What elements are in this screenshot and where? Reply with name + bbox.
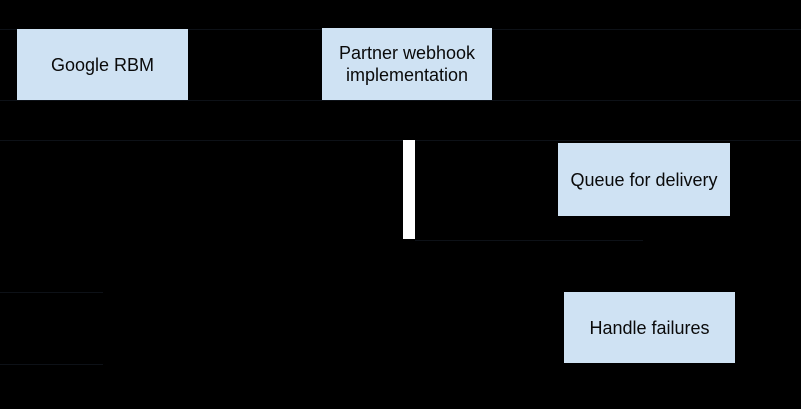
node-handle-failures-label: Handle failures	[589, 317, 710, 338]
node-partner-webhook: Partner webhook implementation	[322, 28, 492, 100]
node-google-rbm: Google RBM	[17, 29, 188, 100]
node-partner-webhook-label: Partner webhook implementation	[338, 43, 476, 85]
node-queue-for-delivery-label: Queue for delivery	[570, 169, 718, 190]
activation-bar	[403, 140, 415, 239]
second-row-top-line	[0, 140, 801, 141]
node-queue-for-delivery: Queue for delivery	[558, 143, 730, 216]
arrow-to-queue-line	[415, 240, 643, 241]
left-note-top-line	[0, 292, 103, 293]
participant-row-bottom-line	[0, 100, 801, 101]
node-google-rbm-label: Google RBM	[50, 54, 155, 75]
left-note-bottom-line	[0, 364, 103, 365]
node-handle-failures: Handle failures	[564, 292, 735, 363]
